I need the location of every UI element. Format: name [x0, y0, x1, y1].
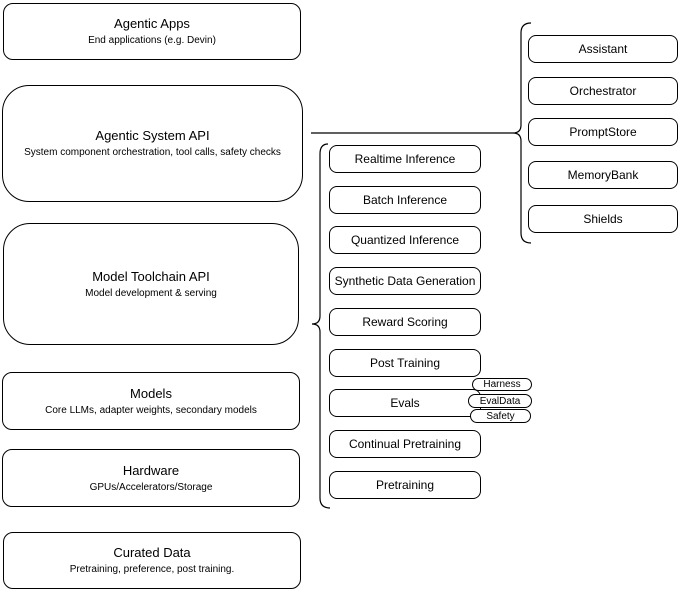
- toolchain-item-label: Reward Scoring: [362, 315, 448, 329]
- agentic-apps-box: Agentic Apps End applications (e.g. Devi…: [3, 3, 301, 60]
- toolchain-item-continual-pretraining: Continual Pretraining: [329, 430, 481, 458]
- toolchain-item-reward-scoring: Reward Scoring: [329, 308, 481, 336]
- eval-tag-harness: Harness: [472, 378, 532, 391]
- system-component-memorybank: MemoryBank: [528, 161, 678, 189]
- hardware-title: Hardware: [122, 462, 180, 478]
- eval-tag-label: Harness: [483, 379, 521, 390]
- toolchain-item-pretraining: Pretraining: [329, 471, 481, 499]
- toolchain-item-label: Batch Inference: [362, 193, 448, 207]
- system-component-label: Orchestrator: [569, 84, 637, 98]
- system-component-shields: Shields: [528, 205, 678, 233]
- hardware-box: Hardware GPUs/Accelerators/Storage: [2, 449, 300, 507]
- system-component-label: Assistant: [578, 42, 628, 56]
- system-component-promptstore: PromptStore: [528, 118, 678, 146]
- model-toolchain-api-box: Model Toolchain API Model development & …: [3, 223, 299, 345]
- system-component-label: Shields: [583, 212, 623, 226]
- eval-tag-evaldata: EvalData: [468, 394, 532, 408]
- toolchain-item-realtime-inference: Realtime Inference: [329, 145, 481, 173]
- eval-tag-label: Safety: [486, 410, 515, 422]
- model-toolchain-api-title: Model Toolchain API: [92, 268, 210, 284]
- system-component-orchestrator: Orchestrator: [528, 77, 678, 105]
- system-component-label: MemoryBank: [567, 168, 639, 182]
- eval-tag-safety: Safety: [470, 409, 531, 423]
- eval-tag-label: EvalData: [479, 395, 521, 407]
- toolchain-item-synthetic-data-generation: Synthetic Data Generation: [329, 267, 481, 295]
- curated-data-subtitle: Pretraining, preference, post training.: [69, 564, 235, 575]
- curated-data-title: Curated Data: [113, 545, 191, 560]
- toolchain-item-label: Continual Pretraining: [348, 437, 462, 451]
- models-box: Models Core LLMs, adapter weights, secon…: [2, 372, 300, 430]
- toolchain-item-batch-inference: Batch Inference: [329, 186, 481, 214]
- toolchain-item-label: Evals: [390, 396, 420, 410]
- toolchain-item-label: Realtime Inference: [354, 152, 456, 166]
- models-subtitle: Core LLMs, adapter weights, secondary mo…: [45, 404, 257, 416]
- toolchain-item-label: Post Training: [369, 356, 441, 370]
- system-component-label: PromptStore: [569, 125, 637, 139]
- toolchain-item-label: Quantized Inference: [350, 233, 460, 247]
- hardware-subtitle: GPUs/Accelerators/Storage: [89, 481, 213, 493]
- model-toolchain-api-subtitle: Model development & serving: [85, 287, 217, 299]
- agentic-system-api-box: Agentic System API System component orch…: [2, 85, 303, 202]
- toolchain-item-label: Pretraining: [375, 478, 435, 492]
- agentic-apps-subtitle: End applications (e.g. Devin): [88, 35, 216, 46]
- toolchain-item-evals: Evals: [329, 389, 481, 417]
- agentic-apps-title: Agentic Apps: [114, 16, 190, 31]
- agentic-system-api-subtitle: System component orchestration, tool cal…: [24, 147, 281, 158]
- toolchain-item-post-training: Post Training: [329, 349, 481, 377]
- models-title: Models: [130, 385, 172, 401]
- toolchain-item-label: Synthetic Data Generation: [334, 274, 476, 288]
- toolchain-item-quantized-inference: Quantized Inference: [329, 226, 481, 254]
- system-component-assistant: Assistant: [528, 35, 678, 63]
- agentic-system-api-title: Agentic System API: [95, 128, 210, 143]
- toolchain-group-bracket: [311, 143, 331, 509]
- curated-data-box: Curated Data Pretraining, preference, po…: [3, 532, 301, 589]
